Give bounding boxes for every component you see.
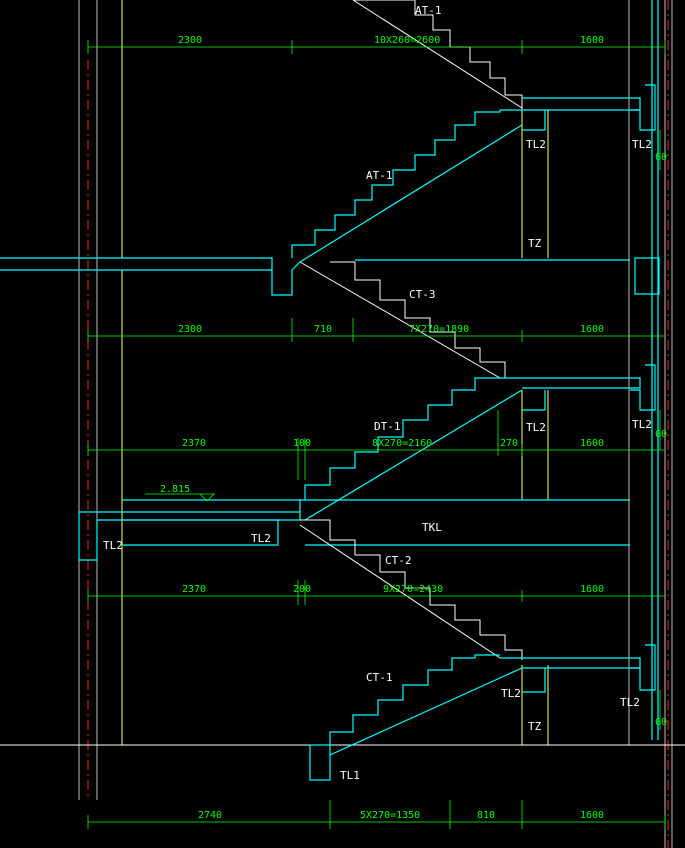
label-tl2-f: TL2 [251, 532, 271, 545]
label-at1-top: AT-1 [415, 4, 442, 17]
label-tz-a: TZ [528, 237, 542, 250]
left-wall [78, 0, 630, 800]
label-tz-b: TZ [528, 720, 542, 733]
dim-r4-c: 9X270=2430 [383, 584, 443, 595]
flight-ct1 [329, 654, 523, 756]
label-ct1: CT-1 [366, 671, 393, 684]
dim-r4-b: 200 [293, 584, 311, 595]
dim-r2-d: 1600 [580, 324, 604, 335]
dimension-text: 2300 10X260=2600 1600 2300 710 7X270=189… [178, 35, 667, 821]
dim-r1-c: 1600 [580, 35, 604, 46]
label-tl2-e: TL2 [103, 539, 123, 552]
label-tkl: TKL [422, 521, 442, 534]
dim-r5-c: 810 [477, 810, 495, 821]
dim-side-3: 60 [655, 717, 667, 728]
label-at1-mid: AT-1 [366, 169, 393, 182]
level-mark: 2.815 [145, 484, 215, 502]
label-tl2-g: TL2 [501, 687, 521, 700]
dim-r3-e: 1600 [580, 438, 604, 449]
label-tl2-b: TL2 [632, 138, 652, 151]
dim-r4-a: 2370 [182, 584, 206, 595]
dimension-lines [87, 40, 666, 829]
dim-r5-b: 5X270=1350 [360, 810, 420, 821]
dim-r1-a: 2300 [178, 35, 202, 46]
label-dt1: DT-1 [374, 420, 401, 433]
dim-r5-d: 1600 [580, 810, 604, 821]
label-ct2: CT-2 [385, 554, 412, 567]
dim-r2-c: 7X270=1890 [409, 324, 469, 335]
floor-slabs [0, 257, 685, 781]
dim-r1-b: 10X260=2600 [374, 35, 440, 46]
label-ct3: CT-3 [409, 288, 436, 301]
label-tl2-a: TL2 [526, 138, 546, 151]
right-wall [634, 0, 673, 848]
dim-r2-a: 2300 [178, 324, 202, 335]
dim-side-1: 60 [655, 152, 667, 163]
level-text: 2.815 [160, 484, 190, 495]
flight-ct3 [299, 261, 656, 411]
label-tl2-d: TL2 [632, 418, 652, 431]
flight-ct2 [299, 519, 656, 693]
member-labels: AT-1 TL2 TL2 AT-1 TZ CT-3 DT-1 TL2 TL2 T… [103, 4, 652, 782]
flight-at1-mid [291, 109, 523, 263]
label-tl1: TL1 [340, 769, 360, 782]
dim-r3-a: 2370 [182, 438, 206, 449]
dim-r3-d: 270 [500, 438, 518, 449]
flight-dt1 [304, 377, 523, 521]
dim-r2-b: 710 [314, 324, 332, 335]
dim-r3-c: 8X270=2160 [372, 438, 432, 449]
dim-r4-d: 1600 [580, 584, 604, 595]
label-tl2-c: TL2 [526, 421, 546, 434]
dim-r5-a: 2740 [198, 810, 222, 821]
dim-side-2: 60 [655, 429, 667, 440]
dim-r3-b: 100 [293, 438, 311, 449]
label-tl2-h: TL2 [620, 696, 640, 709]
